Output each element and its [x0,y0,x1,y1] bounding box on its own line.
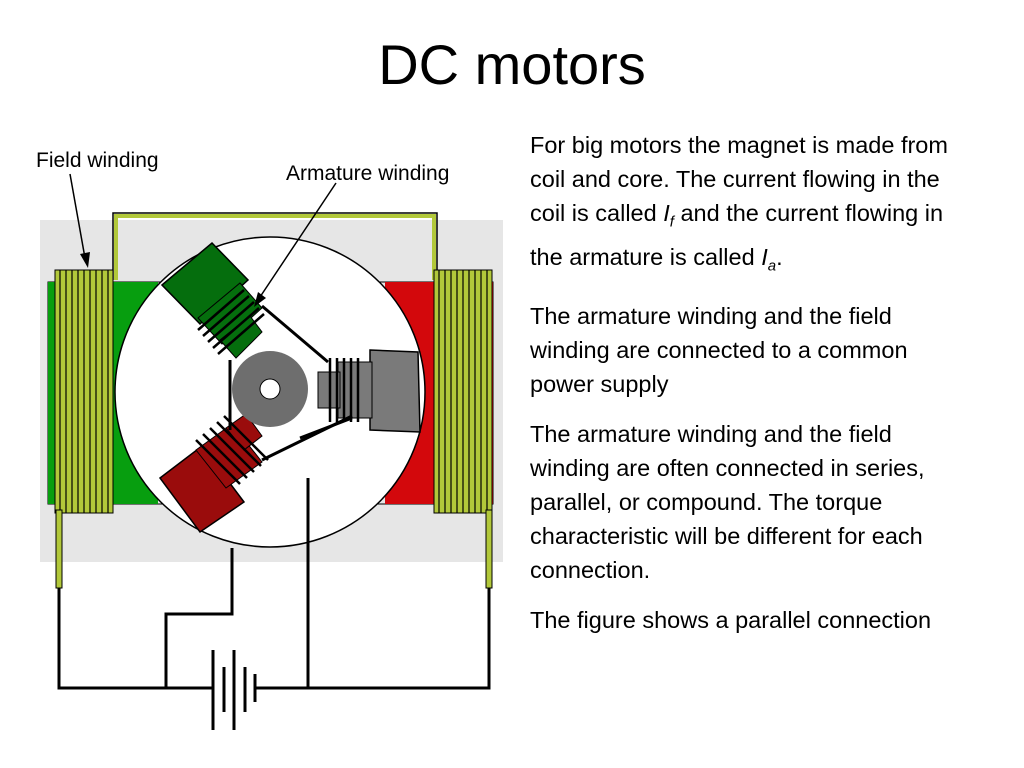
paragraph-parallel-connection: The figure shows a parallel connection [530,607,932,634]
symbol-if-letter: I [663,200,670,226]
symbol-if: If [663,200,674,231]
field-winding-label: Field winding [36,149,159,172]
left-field-coil [54,269,114,514]
battery-symbol [211,650,257,730]
symbol-ia-letter: I [761,243,768,270]
armature-tooth-gray [317,349,421,433]
p1-text-c: . [776,243,783,270]
armature-winding-arrow [254,182,337,307]
p1-text-a: For big motors the magnet is made from c… [530,132,948,226]
slide-title: DC motors [378,33,646,96]
paragraph-field-current: For big motors the magnet is made from c… [530,128,970,283]
armature-tooth-green [160,241,265,359]
paragraph-connection-types: The armature winding and the field windi… [530,421,925,584]
dc-motor-diagram [40,173,503,730]
armature-wires [228,304,353,462]
symbol-ia: Ia [761,243,776,275]
shaft-hole [259,378,281,400]
body-text: For big motors the magnet is made from c… [530,128,970,653]
armature-tooth-red [158,413,269,534]
armature-winding-label: Armature winding [286,162,450,185]
p1-text-b: and the current flowing in the armature … [530,200,944,270]
paragraph-common-supply: The armature winding and the field windi… [530,303,908,398]
field-coil-connector [112,212,438,280]
supply-circuit [57,478,491,690]
symbol-ia-subscript: a [767,257,777,275]
symbol-if-subscript: f [669,213,674,231]
right-field-coil [433,269,493,514]
field-winding-arrow [69,173,90,268]
